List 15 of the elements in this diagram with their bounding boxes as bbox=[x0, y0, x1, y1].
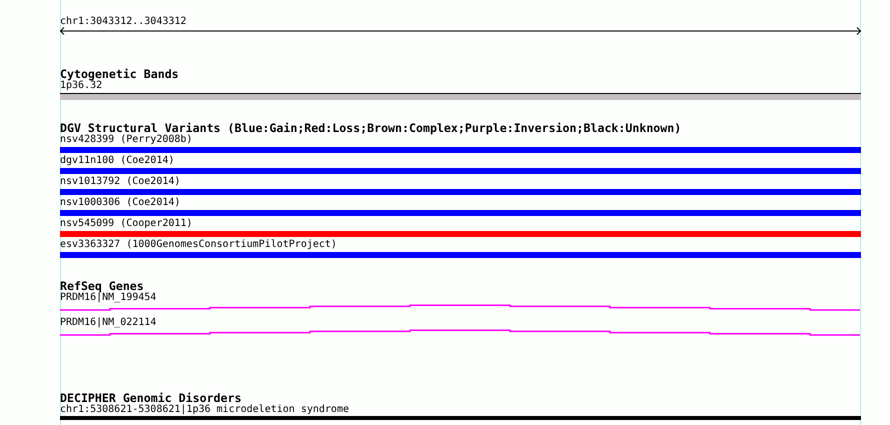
feature-label: dgv11n100 (Coe2014) bbox=[60, 155, 174, 167]
track-heading: DGV Structural Variants (Blue:Gain;Red:Loss;Brown:Complex;Purple:Inversion;Black:Unknown) bbox=[60, 121, 682, 135]
feature-label: nsv545099 (Cooper2011) bbox=[60, 218, 192, 230]
track-heading: RefSeq Genes bbox=[60, 279, 144, 293]
track-heading: Cytogenetic Bands bbox=[60, 67, 179, 81]
feature-label: nsv1013792 (Coe2014) bbox=[60, 176, 180, 188]
feature-label: esv3363327 (1000GenomesConsortiumPilotProject) bbox=[60, 239, 337, 251]
feature-label: PRDM16|NM_022114 bbox=[60, 317, 156, 329]
feature-label: chr1:5308621-5308621|1p36 microdeletion syndrome bbox=[60, 404, 349, 416]
feature-label: 1p36.32 bbox=[60, 80, 102, 92]
position-label: chr1:3043312..3043312 bbox=[60, 16, 186, 28]
track-heading: DECIPHER Genomic Disorders bbox=[60, 391, 242, 405]
feature-label: nsv428399 (Perry2008b) bbox=[60, 134, 192, 146]
feature-label: PRDM16|NM_199454 bbox=[60, 292, 156, 304]
feature-label: nsv1000306 (Coe2014) bbox=[60, 197, 180, 209]
